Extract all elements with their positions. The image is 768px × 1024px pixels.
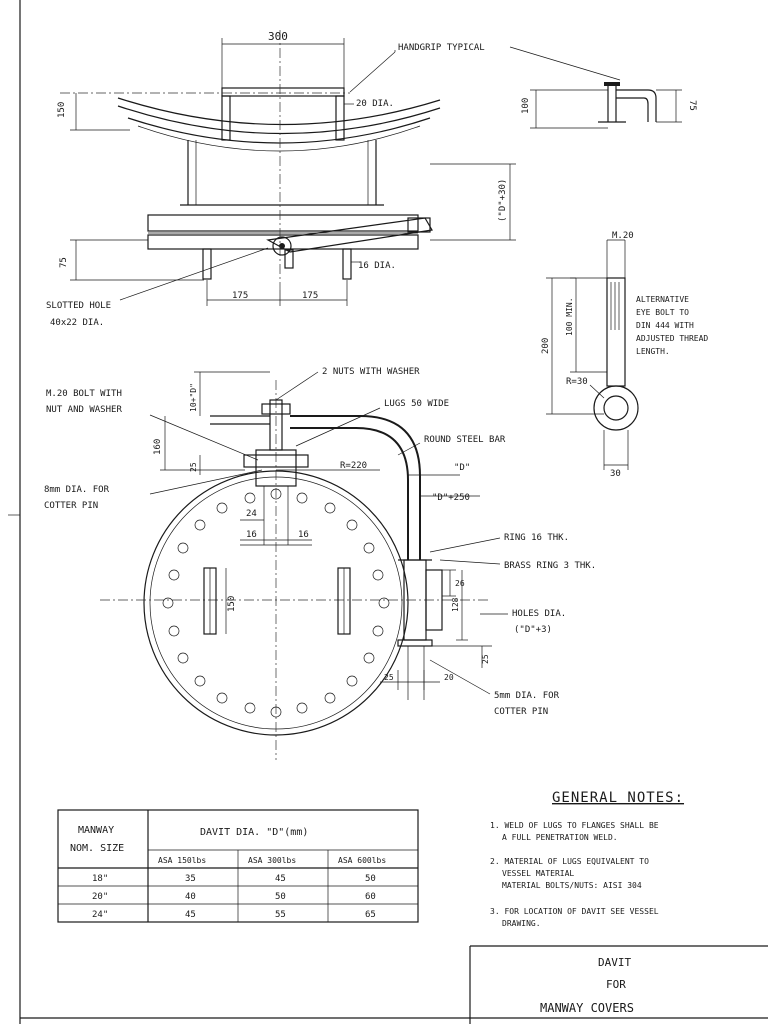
side-elevation-view: 300 HANDGRIP TYPICAL 150 20 DIA. ("D"+30…: [46, 30, 621, 328]
handgrip-detail: 100 75: [521, 82, 697, 129]
cell-size: 20": [92, 892, 108, 902]
plan-view: 10+"D" 2 NUTS WITH WASHER M.20 BOLT WITH…: [44, 367, 596, 760]
dim-30: 30: [610, 469, 621, 479]
table-row: 18" 35 45 50: [92, 874, 376, 884]
dim-25-c: 25: [384, 673, 394, 682]
brass-label: BRASS RING 3 THK.: [504, 561, 596, 571]
r30-label: R=30: [566, 377, 588, 387]
dim-200: 200: [541, 338, 551, 354]
dim-128: 128: [451, 597, 460, 612]
title-line-2: FOR: [606, 978, 626, 991]
d-plus-30: ("D"+30): [498, 179, 508, 222]
dim-24: 24: [246, 509, 257, 519]
d-plus-250: "D"+250: [432, 493, 470, 503]
header-nom-size: NOM. SIZE: [70, 843, 124, 854]
dia-16-label: 16 DIA.: [358, 261, 396, 271]
cell-asa150: 40: [185, 892, 196, 902]
holes-label-2: ("D"+3): [514, 625, 552, 635]
table-row: 24" 45 55 65: [92, 910, 376, 920]
cotter-label-1: 8mm DIA. FOR: [44, 485, 110, 495]
cell-asa300: 45: [275, 874, 286, 884]
cell-asa300: 50: [275, 892, 286, 902]
note-1a: 1. WELD OF LUGS TO FLANGES SHALL BE: [490, 821, 659, 830]
cell-asa150: 35: [185, 874, 196, 884]
eye-bolt-detail: M.20 ALTERNATIVE EYE BOLT TO DIN 444 WIT…: [541, 231, 708, 479]
note-3b: DRAWING.: [502, 919, 541, 928]
dim-175-b: 175: [302, 291, 318, 301]
cell-asa300: 55: [275, 910, 286, 920]
header-asa300: ASA 300lbs: [248, 856, 296, 865]
bolt-label-1: M.20 BOLT WITH: [46, 389, 122, 399]
lugs-label: LUGS 50 WIDE: [384, 399, 449, 409]
davit-diameter-table: MANWAY NOM. SIZE DAVIT DIA. "D"(mm) ASA …: [57, 809, 419, 923]
note-2c: MATERIAL BOLTS/NUTS: AISI 304: [502, 881, 642, 890]
note-1b: A FULL PENETRATION WELD.: [502, 833, 618, 842]
alt-eye-bolt-3: DIN 444 WITH: [636, 321, 694, 330]
bolt-holes: [162, 488, 390, 718]
cotter-label-2: COTTER PIN: [44, 501, 98, 511]
slotted-hole-1: SLOTTED HOLE: [46, 301, 111, 311]
alt-eye-bolt-2: EYE BOLT TO: [636, 308, 689, 317]
title-block: DAVIT FOR MANWAY COVERS: [469, 945, 768, 1024]
note-2a: 2. MATERIAL OF LUGS EQUIVALENT TO: [490, 857, 649, 866]
header-davit-dia: DAVIT DIA. "D"(mm): [200, 827, 308, 838]
sheet-border: [8, 0, 768, 1024]
title-line-1: DAVIT: [598, 956, 631, 969]
dim-150-mid: 150: [227, 596, 237, 612]
notes-heading: GENERAL NOTES:: [552, 790, 684, 806]
d-label: "D": [454, 463, 470, 473]
cell-asa150: 45: [185, 910, 196, 920]
dim-16-b: 16: [298, 530, 309, 540]
nuts-label: 2 NUTS WITH WASHER: [322, 367, 420, 377]
note-2b: VESSEL MATERIAL: [502, 869, 574, 878]
dim-16-a: 16: [246, 530, 257, 540]
cell-asa600: 60: [365, 892, 376, 902]
cell-asa600: 65: [365, 910, 376, 920]
pin-label-2: COTTER PIN: [494, 707, 548, 717]
header-asa150: ASA 150lbs: [158, 856, 206, 865]
ring-label: RING 16 THK.: [504, 533, 569, 543]
d-plus-10: 10+"D": [189, 383, 198, 412]
dia-20-label: 20 DIA.: [356, 99, 394, 109]
title-line-3: MANWAY COVERS: [540, 1001, 634, 1015]
header-asa600: ASA 600lbs: [338, 856, 386, 865]
table-row: 20" 40 50 60: [92, 892, 376, 902]
bar-label: ROUND STEEL BAR: [424, 435, 506, 445]
cell-size: 24": [92, 910, 108, 920]
bolt-label-2: NUT AND WASHER: [46, 405, 122, 415]
note-3a: 3. FOR LOCATION OF DAVIT SEE VESSEL: [490, 907, 659, 916]
r220-label: R=220: [340, 461, 367, 471]
dim-25-b: 25: [481, 654, 490, 664]
dim-100: 100: [521, 98, 531, 114]
min-100-label: 100 MIN.: [565, 297, 574, 336]
alt-eye-bolt-4: ADJUSTED THREAD: [636, 334, 708, 343]
cell-asa600: 50: [365, 874, 376, 884]
dim-160: 160: [153, 439, 163, 455]
holes-label-1: HOLES DIA.: [512, 609, 566, 619]
slotted-hole-2: 40x22 DIA.: [50, 318, 104, 328]
dim-150-top: 150: [57, 102, 67, 118]
m20-label: M.20: [612, 231, 634, 241]
dim-20: 20: [444, 673, 454, 682]
alt-eye-bolt-5: LENGTH.: [636, 347, 670, 356]
dim-25: 25: [189, 462, 198, 472]
dim-75-left: 75: [59, 257, 69, 268]
alt-eye-bolt-1: ALTERNATIVE: [636, 295, 689, 304]
dim-300: 300: [268, 30, 288, 43]
dim-26: 26: [455, 579, 465, 588]
dim-75-side: 75: [687, 100, 697, 111]
pin-label-1: 5mm DIA. FOR: [494, 691, 560, 701]
cell-size: 18": [92, 874, 108, 884]
header-manway: MANWAY: [78, 825, 114, 836]
handgrip-label: HANDGRIP TYPICAL: [398, 43, 485, 53]
dim-175-a: 175: [232, 291, 248, 301]
general-notes: GENERAL NOTES: 1. WELD OF LUGS TO FLANGE…: [490, 790, 684, 928]
